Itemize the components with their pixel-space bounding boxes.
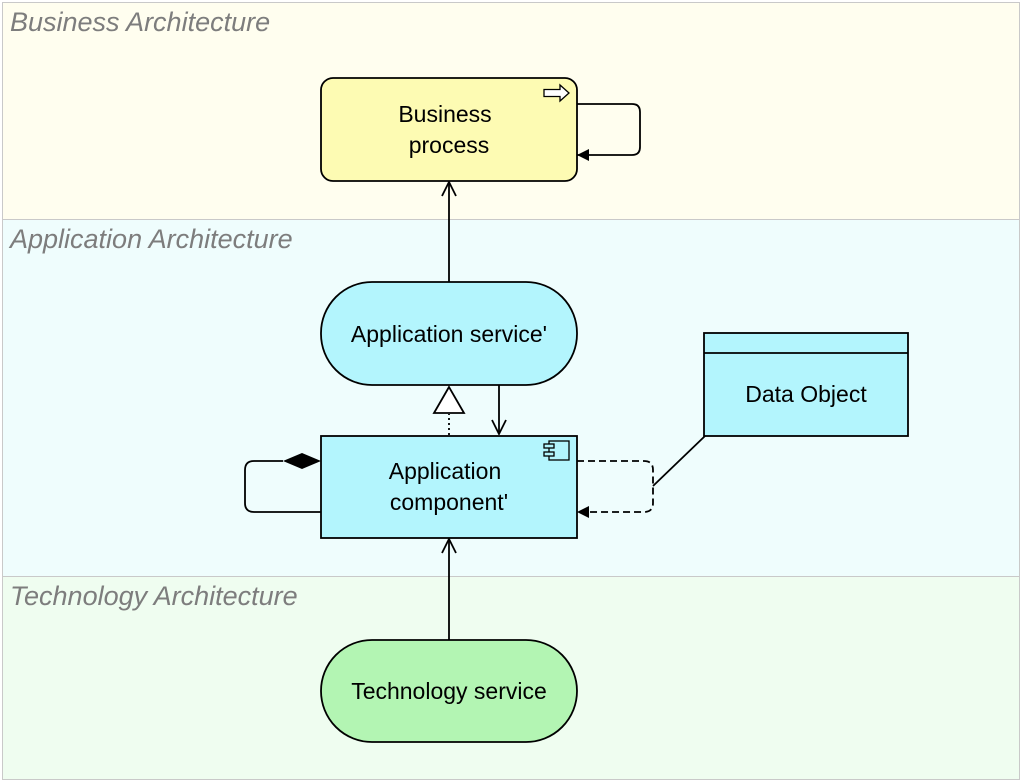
realization-arrowhead xyxy=(432,385,466,414)
business-layer-title: Business Architecture xyxy=(10,7,271,37)
application-component-label-line2: component' xyxy=(390,489,508,515)
relationship-triggering-process-self[interactable] xyxy=(577,103,641,161)
application-service-node[interactable]: Application service' xyxy=(320,281,578,386)
relationship-flow-component-self[interactable] xyxy=(577,460,654,518)
application-component-label-line1: Application xyxy=(389,458,502,484)
technology-service-label: Technology service xyxy=(351,678,547,704)
technology-service-node[interactable]: Technology service xyxy=(320,639,578,743)
application-service-label: Application service' xyxy=(351,321,547,347)
relationship-realization-component-to-service[interactable] xyxy=(432,385,466,435)
application-component-node[interactable]: Application component' xyxy=(320,435,578,539)
business-process-label-line2: process xyxy=(409,132,490,158)
composition-diamond xyxy=(283,453,321,469)
process-arrow-icon xyxy=(543,83,570,103)
business-process-node[interactable]: Business process xyxy=(320,77,578,182)
data-object-label: Data Object xyxy=(745,381,867,407)
business-process-label-line1: Business xyxy=(398,101,491,127)
association-data-object-to-flow[interactable] xyxy=(652,435,706,487)
technology-layer-title: Technology Architecture xyxy=(10,581,298,611)
component-icon xyxy=(543,440,570,461)
relationship-composition-component-self[interactable] xyxy=(244,453,321,513)
application-layer-title: Application Architecture xyxy=(10,224,293,254)
data-object-node[interactable]: Data Object xyxy=(703,332,909,437)
